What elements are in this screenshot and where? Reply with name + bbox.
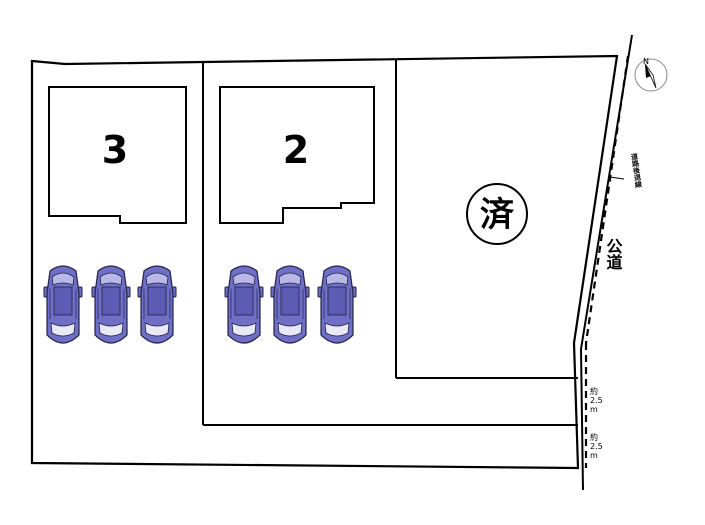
- setback-line: [584, 55, 630, 344]
- sold-mark: 済: [480, 195, 515, 235]
- lot-number-2: 2: [283, 128, 309, 172]
- car: [43, 265, 83, 344]
- car: [270, 265, 310, 344]
- dimension-value: 2.5: [590, 442, 603, 451]
- house-footprint-3: [48, 86, 187, 224]
- car: [137, 265, 177, 344]
- dimension-lower: 約 2.5 m: [590, 432, 603, 460]
- road-edge: [580, 34, 633, 350]
- road-edge-lower: [580, 348, 584, 491]
- car: [317, 265, 357, 344]
- car: [224, 265, 264, 344]
- dimension-prefix: 約: [590, 432, 598, 442]
- setback-label: 道路後退線: [629, 152, 643, 190]
- dimension-prefix: 約: [590, 386, 598, 396]
- site-boundary: [30, 54, 619, 470]
- sold-circle: [466, 183, 528, 245]
- north-compass-icon: N: [634, 57, 668, 92]
- dimension-unit: m: [590, 405, 598, 414]
- road-label: 公道: [604, 238, 623, 270]
- dimension-unit: m: [590, 451, 598, 460]
- dimension-value: 2.5: [590, 396, 603, 405]
- car: [91, 265, 131, 344]
- dimension-upper: 約 2.5 m: [590, 386, 603, 414]
- house-footprint-2: [219, 86, 375, 224]
- north-label: N: [643, 57, 649, 66]
- setback-leader: [609, 176, 625, 180]
- lot-number-3: 3: [102, 128, 128, 172]
